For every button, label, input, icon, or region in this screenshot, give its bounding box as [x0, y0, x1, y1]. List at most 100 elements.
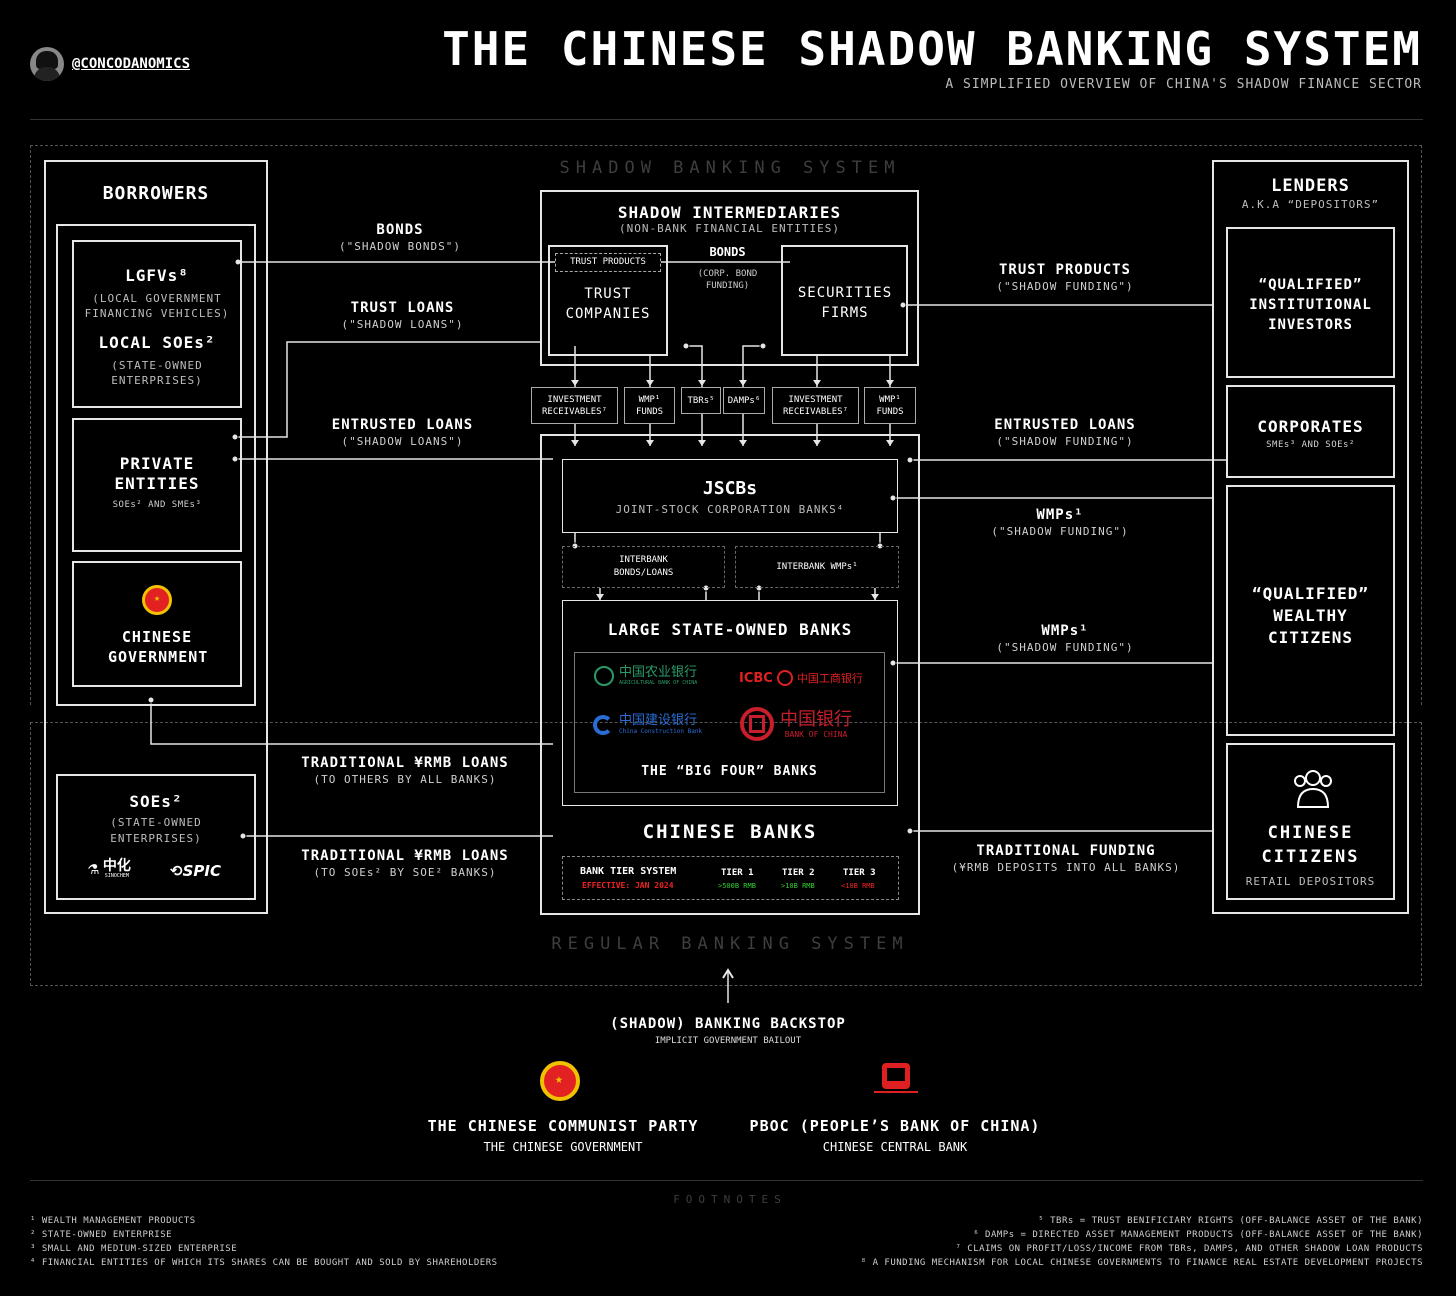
chinese-citizens-box: CHINESE CITIZENS RETAIL DEPOSITORS [1226, 743, 1395, 900]
soes-box: SOEs² (STATE-OWNED ENTERPRISES) ⚗ 中化 SIN… [56, 774, 256, 900]
abc-en: AGRICULTURAL BANK OF CHINA [619, 680, 698, 686]
product-tbrs: TBRs⁵ [681, 387, 721, 414]
flow-wmps-large-a: WMPs¹ [1041, 623, 1089, 639]
boc-en: BANK OF CHINA [784, 729, 848, 739]
flow-trust-products-a: TRUST PRODUCTS [998, 262, 1131, 278]
footnotes-label: FOOTNOTES [673, 1193, 787, 1206]
qualified-wealthy-box: “QUALIFIED” WEALTHY CITIZENS [1226, 485, 1395, 736]
ccp-title: THE CHINESE COMMUNIST PARTY [427, 1117, 699, 1135]
interbank-wmps: INTERBANK WMPs¹ [735, 546, 899, 588]
lenders-title: LENDERS [1271, 176, 1350, 196]
large-state-banks-box: LARGE STATE-OWNED BANKS [562, 600, 898, 806]
qualified-institutional-box: “QUALIFIED” INSTITUTIONAL INVESTORS [1226, 227, 1395, 378]
flow-trust-loans: TRUST LOANS ("SHADOW LOANS") [320, 300, 485, 331]
shadow-intermediaries-box [540, 190, 919, 366]
footer-divider [30, 1180, 1423, 1181]
abc-cn: 中国农业银行 [619, 665, 698, 680]
footnote-2: ² STATE-OWNED ENTERPRISE [30, 1230, 173, 1240]
regular-label: REGULAR BANKING SYSTEM [551, 934, 909, 954]
footnote-5: ⁵ TBRs = TRUST BENIFICIARY RIGHTS (OFF-B… [1038, 1216, 1423, 1226]
pboc-logo-icon [874, 1061, 918, 1103]
flow-entrusted-right-b: ("SHADOW FUNDING") [996, 435, 1134, 448]
footnote-3: ³ SMALL AND MEDIUM-SIZED ENTERPRISE [30, 1244, 238, 1254]
bank-tier-system: BANK TIER SYSTEM EFFECTIVE: JAN 2024 TIE… [562, 856, 899, 900]
abc-mark-icon [594, 666, 614, 686]
corp-bonds-label: BONDS [709, 245, 746, 259]
private-entities-box: PRIVATE ENTITIES SOEs² AND SMEs³ [72, 418, 242, 552]
ccp-sub: THE CHINESE GOVERNMENT [483, 1140, 643, 1154]
ccb-en: China Construction Bank [619, 728, 703, 735]
page-title: THE CHINESE SHADOW BANKING SYSTEM [442, 22, 1422, 76]
page-subtitle: A SIMPLIFIED OVERVIEW OF CHINA'S SHADOW … [945, 77, 1422, 92]
big-four-label: THE “BIG FOUR” BANKS [641, 764, 818, 779]
corp-sub: SMEs³ AND SOEs² [1266, 440, 1355, 450]
boc-logo: 中国银行 BANK OF CHINA [740, 707, 852, 741]
ccb-cn: 中国建设银行 [619, 713, 698, 728]
qii-text: “QUALIFIED” INSTITUTIONAL INVESTORS [1249, 277, 1372, 333]
local-soes-sub: (STATE-OWNED ENTERPRISES) [111, 359, 203, 387]
interbank-bonds-loans: INTERBANK BONDS/LOANS [562, 546, 725, 588]
product-wmp-funds-2: WMP¹ FUNDS [864, 387, 916, 424]
ccb-logo: 中国建设银行 China Construction Bank [593, 714, 702, 735]
spic-logo: ⟲SPIC [170, 862, 221, 880]
intermediaries-title: SHADOW INTERMEDIARIES [617, 203, 842, 222]
flow-entrusted-loans-right: ENTRUSTED LOANS ("SHADOW FUNDING") [970, 417, 1160, 448]
flow-trad-others-a: TRADITIONAL ¥RMB LOANS [301, 755, 509, 771]
product-investment-receivables-2: INVESTMENT RECEIVABLES⁷ [772, 387, 859, 424]
corp-title: CORPORATES [1257, 417, 1364, 436]
citizens-title: CHINESE CITIZENS [1261, 823, 1360, 867]
flow-wmps-large-b: ("SHADOW FUNDING") [996, 641, 1134, 654]
flow-wmps-jscb-b: ("SHADOW FUNDING") [991, 525, 1129, 538]
footnote-7: ⁷ CLAIMS ON PROFIT/LOSS/INCOME FROM TBRs… [955, 1244, 1423, 1254]
flow-entrusted-loans-left: ENTRUSTED LOANS ("SHADOW LOANS") [310, 417, 495, 448]
spic-mark-icon: ⟲ [170, 862, 183, 880]
flow-trad-funding-b: (¥RMB DEPOSITS INTO ALL BANKS) [951, 861, 1181, 874]
securities-firms-box [781, 245, 908, 356]
flow-trust-products: TRUST PRODUCTS("SHADOW FUNDING") [975, 262, 1155, 293]
ccp-emblem-icon: ★ [540, 1061, 580, 1101]
sinochem-logo: ⚗ 中化 SINOCHEM [88, 858, 131, 879]
people-icon [1294, 770, 1332, 808]
backstop-sub: IMPLICIT GOVERNMENT BAILOUT [654, 1036, 802, 1046]
flow-wmps-jscb-a: WMPs¹ [1036, 507, 1084, 523]
flow-trust-loans-a: TRUST LOANS [350, 300, 455, 316]
private-title: PRIVATE ENTITIES [114, 454, 200, 493]
lenders-sub: A.K.A “DEPOSITORS” [1241, 198, 1380, 211]
shadow-region [30, 145, 1422, 705]
trust-companies-box [548, 245, 668, 356]
corp-bonds-sub: (CORP. BOND FUNDING) [697, 269, 758, 291]
corporates-box: CORPORATES SMEs³ AND SOEs² [1226, 385, 1395, 478]
flow-entrusted-right-a: ENTRUSTED LOANS [994, 417, 1136, 433]
product-wmp-funds-1: WMP¹ FUNDS [624, 387, 675, 424]
pboc-sub: CHINESE CENTRAL BANK [822, 1140, 968, 1154]
boc-mark-icon [740, 707, 774, 741]
product-investment-receivables-1: INVESTMENT RECEIVABLES⁷ [531, 387, 618, 424]
soes-sub: (STATE-OWNED ENTERPRISES) [110, 816, 202, 845]
borrowers-panel [44, 160, 268, 914]
intermediaries-sub: (NON-BANK FINANCIAL ENTITIES) [618, 222, 841, 235]
flow-entrusted-left-a: ENTRUSTED LOANS [331, 417, 474, 433]
sinochem-cn: 中化 [102, 857, 131, 874]
backstop-title: (SHADOW) BANKING BACKSTOP [610, 1016, 846, 1032]
jscb-sub: JOINT-STOCK CORPORATION BANKS⁴ [615, 503, 845, 516]
citizens-sub: RETAIL DEPOSITORS [1245, 875, 1376, 888]
flow-trust-loans-b: ("SHADOW LOANS") [341, 318, 464, 331]
flow-bonds-b: ("SHADOW BONDS") [339, 240, 461, 253]
flow-trad-funding-a: TRADITIONAL FUNDING [976, 843, 1156, 859]
flask-icon: ⚗ [88, 858, 99, 879]
flow-bonds-a: BONDS [376, 222, 424, 238]
tier-1-name: TIER 1 [721, 868, 754, 878]
icbc-cn: 中国工商银行 [796, 672, 863, 685]
lenders-panel [1212, 160, 1409, 914]
securities-title: SECURITIES FIRMS [797, 285, 893, 321]
header-divider [30, 119, 1423, 120]
chinese-banks-box [540, 434, 920, 915]
footnotes-left: ¹ WEALTH MANAGEMENT PRODUCTS ² STATE-OWN… [30, 1214, 498, 1270]
flow-traditional-funding: TRADITIONAL FUNDING (¥RMB DEPOSITS INTO A… [940, 843, 1192, 874]
lgfv-sub: (LOCAL GOVERNMENT FINANCING VEHICLES) [84, 292, 230, 320]
flow-entrusted-left-b: ("SHADOW LOANS") [341, 435, 464, 448]
footnotes-right: ⁵ TBRs = TRUST BENIFICIARY RIGHTS (OFF-B… [861, 1214, 1423, 1270]
qwc-text: “QUALIFIED” WEALTHY CITIZENS [1252, 584, 1369, 647]
footnote-8: ⁸ A FUNDING MECHANISM FOR LOCAL CHINESE … [860, 1258, 1423, 1268]
